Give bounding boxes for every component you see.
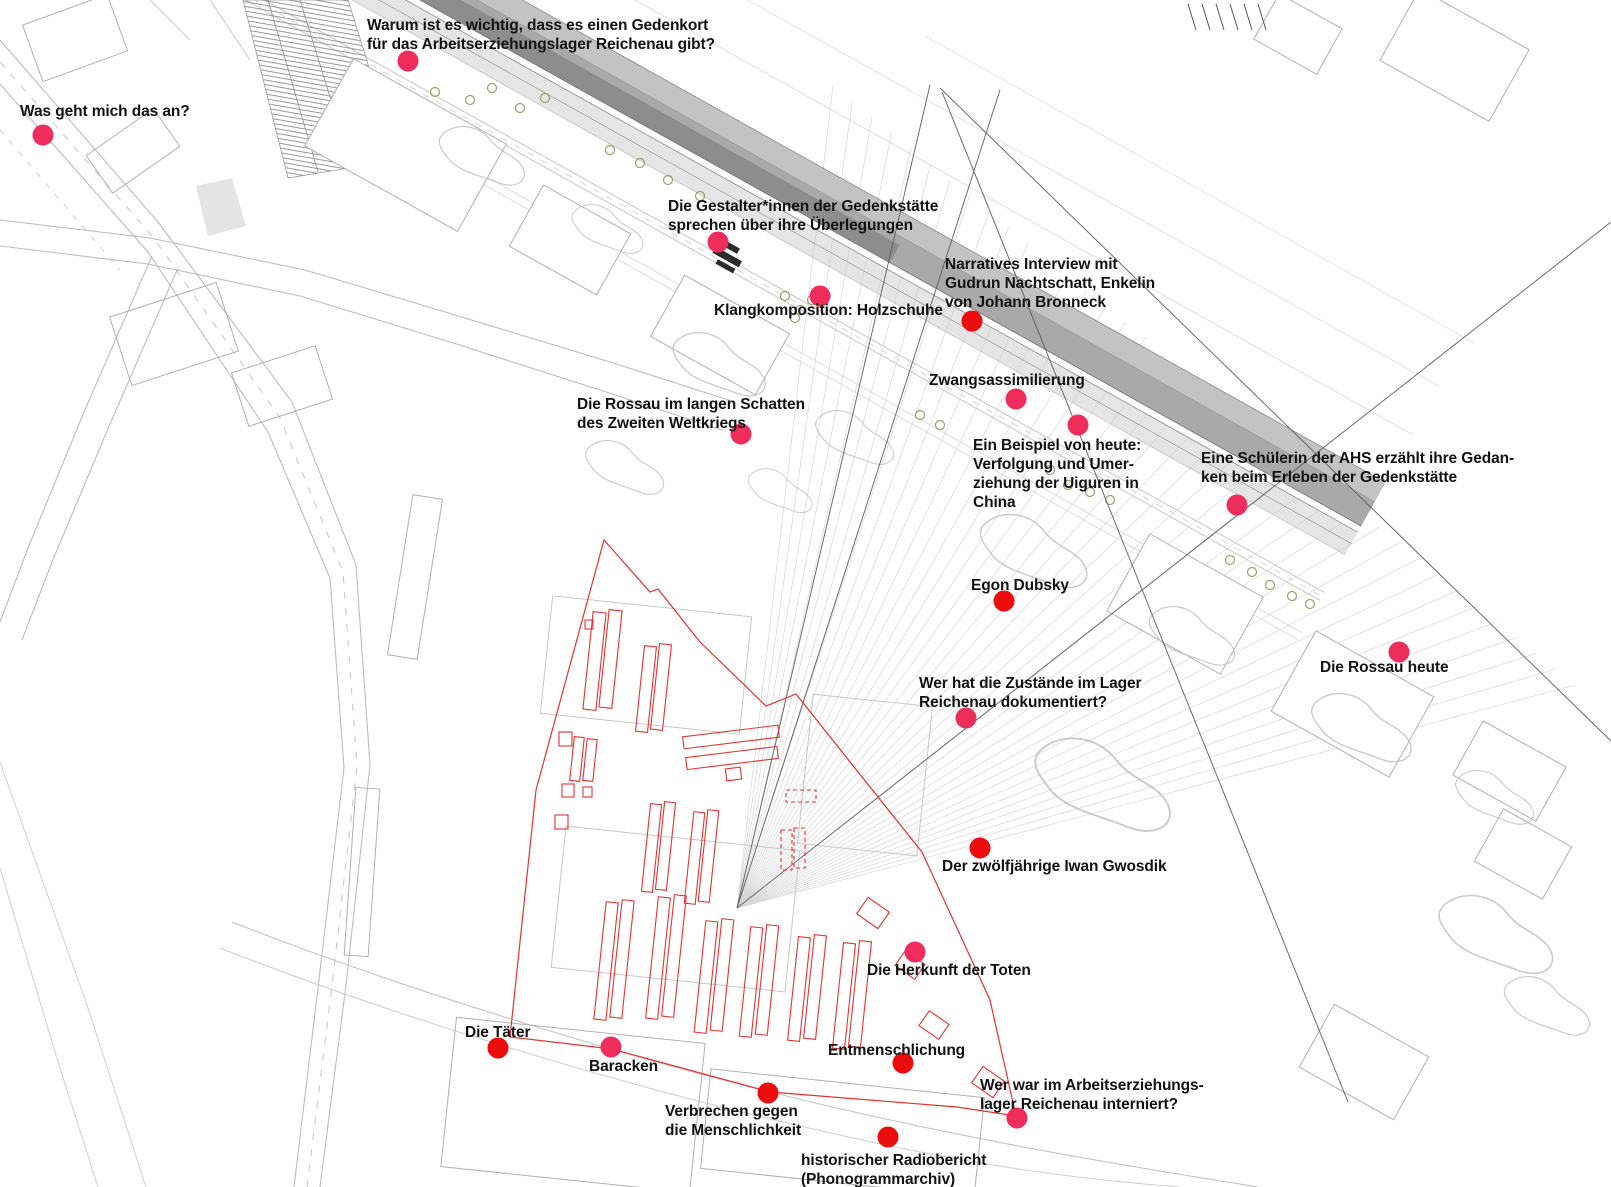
map-marker-dot-gestalterinnen[interactable] bbox=[707, 231, 729, 253]
map-marker-dot-verbrechen-menschlichkeit[interactable] bbox=[757, 1082, 779, 1104]
map-marker-dot-radiobericht[interactable] bbox=[877, 1126, 899, 1148]
map-marker-dot-rossau-schatten[interactable] bbox=[730, 423, 752, 445]
map-marker-dot-herkunft-der-toten[interactable] bbox=[904, 941, 926, 963]
map-marker-dot-egon-dubsky[interactable] bbox=[993, 590, 1015, 612]
map-marker-dot-warum-gedenkort[interactable] bbox=[397, 50, 419, 72]
map-marker-label-rossau-schatten[interactable]: Die Rossau im langen Schatten des Zweite… bbox=[577, 396, 805, 432]
camp-outline bbox=[509, 538, 1017, 1117]
map-marker-dot-wer-dokumentiert[interactable] bbox=[955, 707, 977, 729]
map-marker-dot-rossau-heute[interactable] bbox=[1388, 641, 1410, 663]
map-marker-label-egon-dubsky[interactable]: Egon Dubsky bbox=[971, 577, 1069, 594]
map-marker-label-warum-gedenkort[interactable]: Warum ist es wichtig, dass es einen Gede… bbox=[367, 17, 715, 53]
top-tick-marks bbox=[1187, 3, 1267, 31]
dark-sightlines bbox=[736, 84, 1611, 1103]
map-marker-label-iwan-gwosdik[interactable]: Der zwölfjährige Iwan Gwosdik bbox=[942, 858, 1167, 875]
map-marker-dot-narratives-interview[interactable] bbox=[961, 310, 983, 332]
map-marker-dot-entmenschlichung[interactable] bbox=[892, 1052, 914, 1074]
map-marker-dot-klangkomposition-holzschuhe[interactable] bbox=[809, 285, 831, 307]
map-marker-label-baracken[interactable]: Baracken bbox=[589, 1058, 658, 1075]
map-marker-label-entmenschlichung[interactable]: Entmenschlichung bbox=[828, 1042, 966, 1059]
map-marker-label-herkunft-der-toten[interactable]: Die Herkunft der Toten bbox=[867, 962, 1031, 979]
map-marker-dot-die-taeter[interactable] bbox=[487, 1037, 509, 1059]
map-marker-label-verbrechen-menschlichkeit[interactable]: Verbrechen gegen die Menschlichkeit bbox=[665, 1103, 802, 1139]
road-network bbox=[0, 0, 1259, 1187]
map-marker-dot-beispiel-uiguren[interactable] bbox=[1067, 414, 1089, 436]
map-marker-dot-wer-interniert[interactable] bbox=[1006, 1107, 1028, 1129]
trees bbox=[429, 82, 1316, 610]
map-marker-dot-zwangsassimilierung[interactable] bbox=[1005, 388, 1027, 410]
map-marker-label-wer-dokumentiert[interactable]: Wer hat die Zustände im Lager Reichenau … bbox=[919, 675, 1142, 711]
map-marker-label-radiobericht[interactable]: historischer Radiobericht (Phonogrammarc… bbox=[801, 1152, 987, 1187]
map-marker-label-was-geht-mich-das-an[interactable]: Was geht mich das an? bbox=[20, 103, 190, 120]
map-marker-label-schuelerin-ahs[interactable]: Eine Schülerin der AHS erzählt ihre Geda… bbox=[1201, 450, 1515, 486]
map-marker-label-rossau-heute[interactable]: Die Rossau heute bbox=[1320, 659, 1449, 676]
camp-barracks bbox=[554, 608, 1006, 1099]
map-marker-label-klangkomposition-holzschuhe[interactable]: Klangkomposition: Holzschuhe bbox=[714, 302, 943, 319]
map-marker-dot-was-geht-mich-das-an[interactable] bbox=[32, 124, 54, 146]
map-marker-label-narratives-interview[interactable]: Narratives Interview mit Gudrun Nachtsch… bbox=[945, 256, 1156, 311]
river-band bbox=[0, 0, 1476, 640]
map-marker-dot-iwan-gwosdik[interactable] bbox=[969, 837, 991, 859]
map-marker-dot-schuelerin-ahs[interactable] bbox=[1226, 494, 1248, 516]
map-marker-label-beispiel-uiguren[interactable]: Ein Beispiel von heute: Verfolgung und U… bbox=[973, 437, 1142, 511]
map-marker-label-die-taeter[interactable]: Die Täter bbox=[465, 1024, 531, 1041]
map-marker-label-zwangsassimilierung[interactable]: Zwangsassimilierung bbox=[929, 372, 1085, 389]
map-marker-label-gestalterinnen[interactable]: Die Gestalter*innen der Gedenkstätte spr… bbox=[668, 198, 939, 234]
buildings bbox=[21, 0, 1573, 1187]
map-marker-dot-baracken[interactable] bbox=[600, 1036, 622, 1058]
map-marker-label-wer-interniert[interactable]: Wer war im Arbeitserziehungs- lager Reic… bbox=[980, 1077, 1204, 1113]
